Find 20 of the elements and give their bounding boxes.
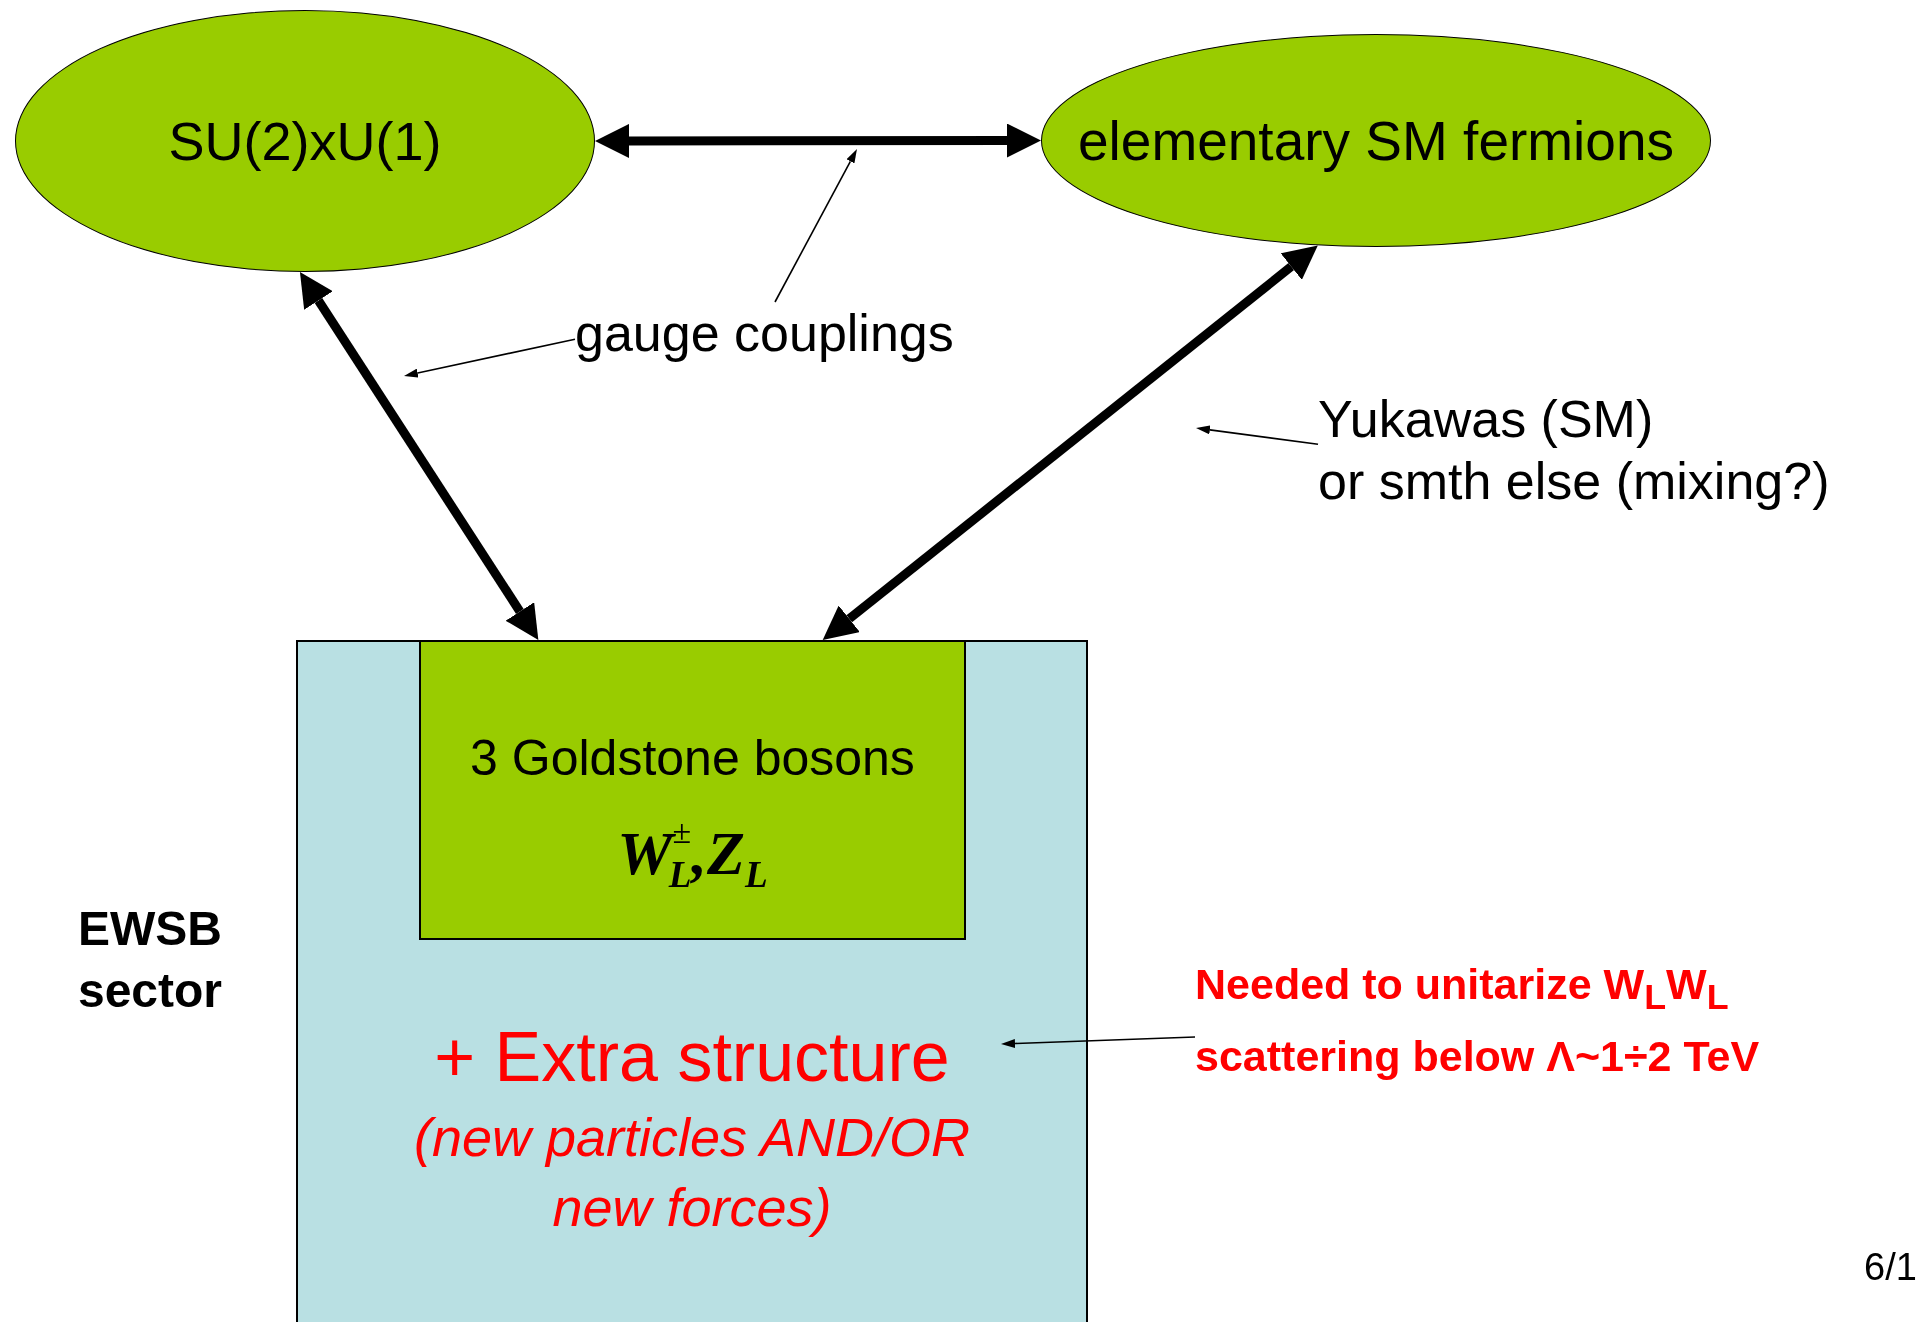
leader-line xyxy=(774,149,857,303)
box-subtitle: (new particles AND/OR new forces) xyxy=(412,1106,972,1240)
annotation-text: Yukawas (SM) or smth else (mixing?) xyxy=(1318,388,1918,513)
sector-box xyxy=(296,640,1088,1322)
formula: W$^{±}$$_{L}$,Z$_{L}$ xyxy=(616,812,769,897)
inner-box xyxy=(419,640,966,940)
leader-line xyxy=(1001,1036,1196,1048)
node-label: elementary SM fermions xyxy=(1078,108,1674,173)
double-arrow xyxy=(822,245,1318,640)
box-title: + Extra structure xyxy=(433,1017,951,1098)
leader-line xyxy=(1196,425,1319,446)
double-arrow xyxy=(299,272,539,640)
double-arrow xyxy=(595,123,1041,158)
side-label: EWSB sector xyxy=(76,901,224,1020)
page-number: 6/1 xyxy=(1864,1246,1917,1289)
annotation-text: Needed to unitarize W$_{L}$W$_{L}$ scattering below Λ~1÷2 TeV xyxy=(1195,952,1915,1089)
leader-line xyxy=(404,338,576,378)
node-label: SU(2)xU(1) xyxy=(168,110,442,172)
box-title: 3 Goldstone bosons xyxy=(469,730,916,788)
annotation-text: gauge couplings xyxy=(575,302,975,365)
